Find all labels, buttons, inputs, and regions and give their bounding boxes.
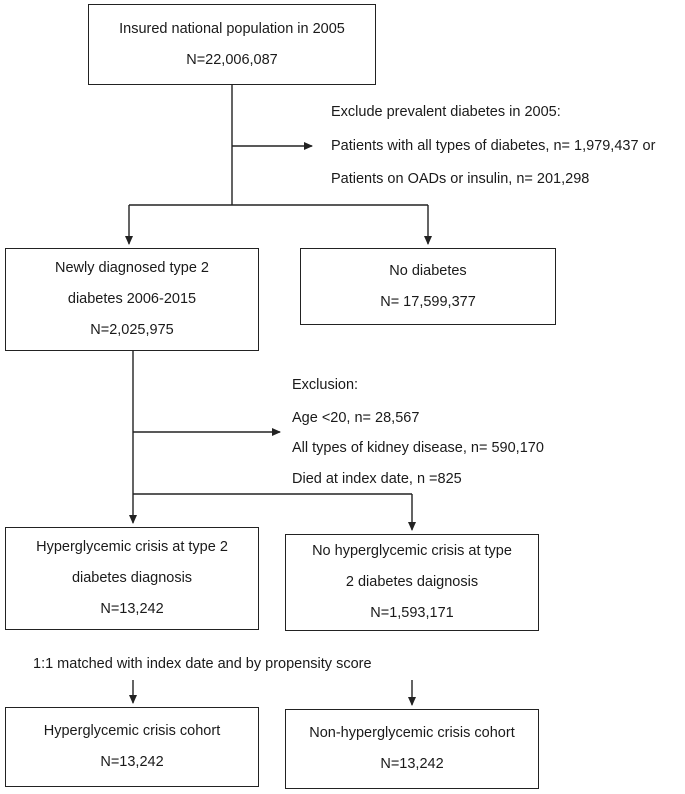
exclusion-2-line-1: Exclusion:	[292, 377, 359, 393]
box-nohyper-line-2: 2 diabetes daignosis	[345, 574, 479, 591]
box-hyper-line-1: Hyperglycemic crisis at type 2	[36, 539, 228, 556]
box-no-diabetes: No diabetes N= 17,599,377	[300, 248, 556, 325]
box-no-hyperglycemic-crisis: No hyperglycemic crisis at type 2 diabet…	[285, 534, 539, 631]
box-insured-line-2: N=22,006,087	[186, 51, 278, 68]
matching-label: 1:1 matched with index date and by prope…	[33, 656, 372, 672]
box-newly-line-2: diabetes 2006-2015	[67, 291, 197, 308]
box-hyper-line-3: N=13,242	[100, 600, 164, 617]
exclusion-1-line-3: Patients on OADs or insulin, n= 201,298	[331, 171, 590, 187]
box-nodiab-line-2: N= 17,599,377	[380, 293, 476, 310]
exclusion-2-line-2: Age <20, n= 28,567	[292, 410, 420, 426]
box-nohyper-line-1: No hyperglycemic crisis at type	[312, 543, 512, 560]
box-nodiab-line-1: No diabetes	[389, 262, 467, 279]
box-nohyper-line-3: N=1,593,171	[370, 604, 454, 621]
box-newly-line-1: Newly diagnosed type 2	[55, 260, 209, 277]
box-newly-line-3: N=2,025,975	[90, 321, 174, 338]
box-insured-line-1: Insured national population in 2005	[119, 20, 345, 37]
box-newly-diagnosed: Newly diagnosed type 2 diabetes 2006-201…	[5, 248, 259, 351]
box-hyperglycemic-crisis: Hyperglycemic crisis at type 2 diabetes …	[5, 527, 259, 630]
exclusion-2-line-4: Died at index date, n =825	[292, 471, 462, 487]
exclusion-1-line-2: Patients with all types of diabetes, n= …	[331, 138, 656, 154]
box-nonhypercohort-line-2: N=13,242	[380, 756, 444, 772]
box-hypercohort-line-1: Hyperglycemic crisis cohort	[43, 723, 221, 740]
box-nonhypercohort-line-1: Non-hyperglycemic crisis cohort	[309, 725, 515, 742]
box-non-hyperglycemic-cohort: Non-hyperglycemic crisis cohort N=13,242	[285, 709, 539, 789]
box-hypercohort-line-2: N=13,242	[100, 754, 164, 770]
box-hyper-line-2: diabetes diagnosis	[71, 570, 193, 587]
box-insured-population: Insured national population in 2005 N=22…	[88, 4, 376, 85]
exclusion-2-line-3: All types of kidney disease, n= 590,170	[292, 440, 544, 456]
exclusion-1-line-1: Exclude prevalent diabetes in 2005:	[331, 104, 561, 120]
box-hyperglycemic-cohort: Hyperglycemic crisis cohort N=13,242	[5, 707, 259, 787]
